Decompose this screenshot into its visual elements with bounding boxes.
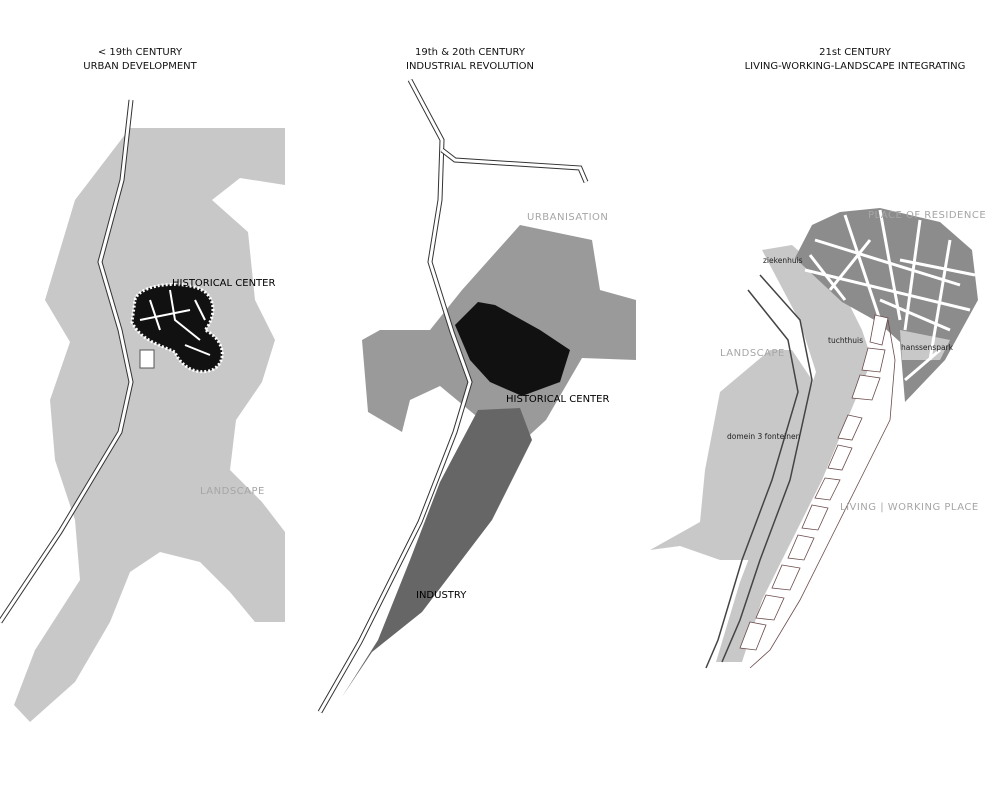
label-tuchthuis: tuchthuis — [828, 336, 864, 345]
label-living-working-place: LIVING | WORKING PLACE — [840, 502, 979, 513]
building — [139, 349, 155, 369]
panel-2-title: 19th & 20th CENTURY INDUSTRIAL REVOLUTIO… — [370, 46, 570, 74]
panel-1-title: < 19th CENTURY URBAN DEVELOPMENT — [60, 46, 220, 74]
title-line-1: 21st CENTURY — [819, 47, 891, 58]
label-hanssenspark: hanssenspark — [901, 343, 953, 352]
label-landscape: LANDSCAPE — [720, 348, 785, 359]
panel-2-map — [317, 78, 636, 714]
title-line-1: < 19th CENTURY — [97, 47, 183, 58]
title-line-1: 19th & 20th CENTURY — [415, 47, 525, 58]
industry-area — [342, 408, 532, 697]
panel-3-map — [650, 208, 978, 669]
label-historical-center: HISTORICAL CENTER — [172, 278, 276, 289]
label-domein-3-fonteinen: domein 3 fonteinen — [727, 432, 801, 441]
label-ziekenhuis: ziekenhuis — [763, 256, 803, 265]
label-industry: INDUSTRY — [416, 590, 467, 601]
label-landscape: LANDSCAPE — [200, 486, 265, 497]
title-line-2: LIVING-WORKING-LANDSCAPE INTEGRATING — [744, 61, 966, 72]
river — [721, 274, 813, 663]
title-line-2: URBAN DEVELOPMENT — [83, 61, 197, 72]
title-line-2: INDUSTRIAL REVOLUTION — [406, 61, 534, 72]
historical-center-area — [455, 302, 570, 396]
label-place-of-residence: PLACE OF RESIDENCE — [868, 210, 987, 221]
riverside-area — [716, 245, 872, 662]
panel-3-title: 21st CENTURY LIVING-WORKING-LANDSCAPE IN… — [720, 46, 990, 74]
label-historical-center: HISTORICAL CENTER — [506, 394, 610, 405]
living-working-parcels — [739, 314, 896, 669]
label-urbanisation: URBANISATION — [527, 212, 609, 223]
panel-1-map — [0, 99, 285, 722]
landscape-area — [14, 128, 285, 722]
